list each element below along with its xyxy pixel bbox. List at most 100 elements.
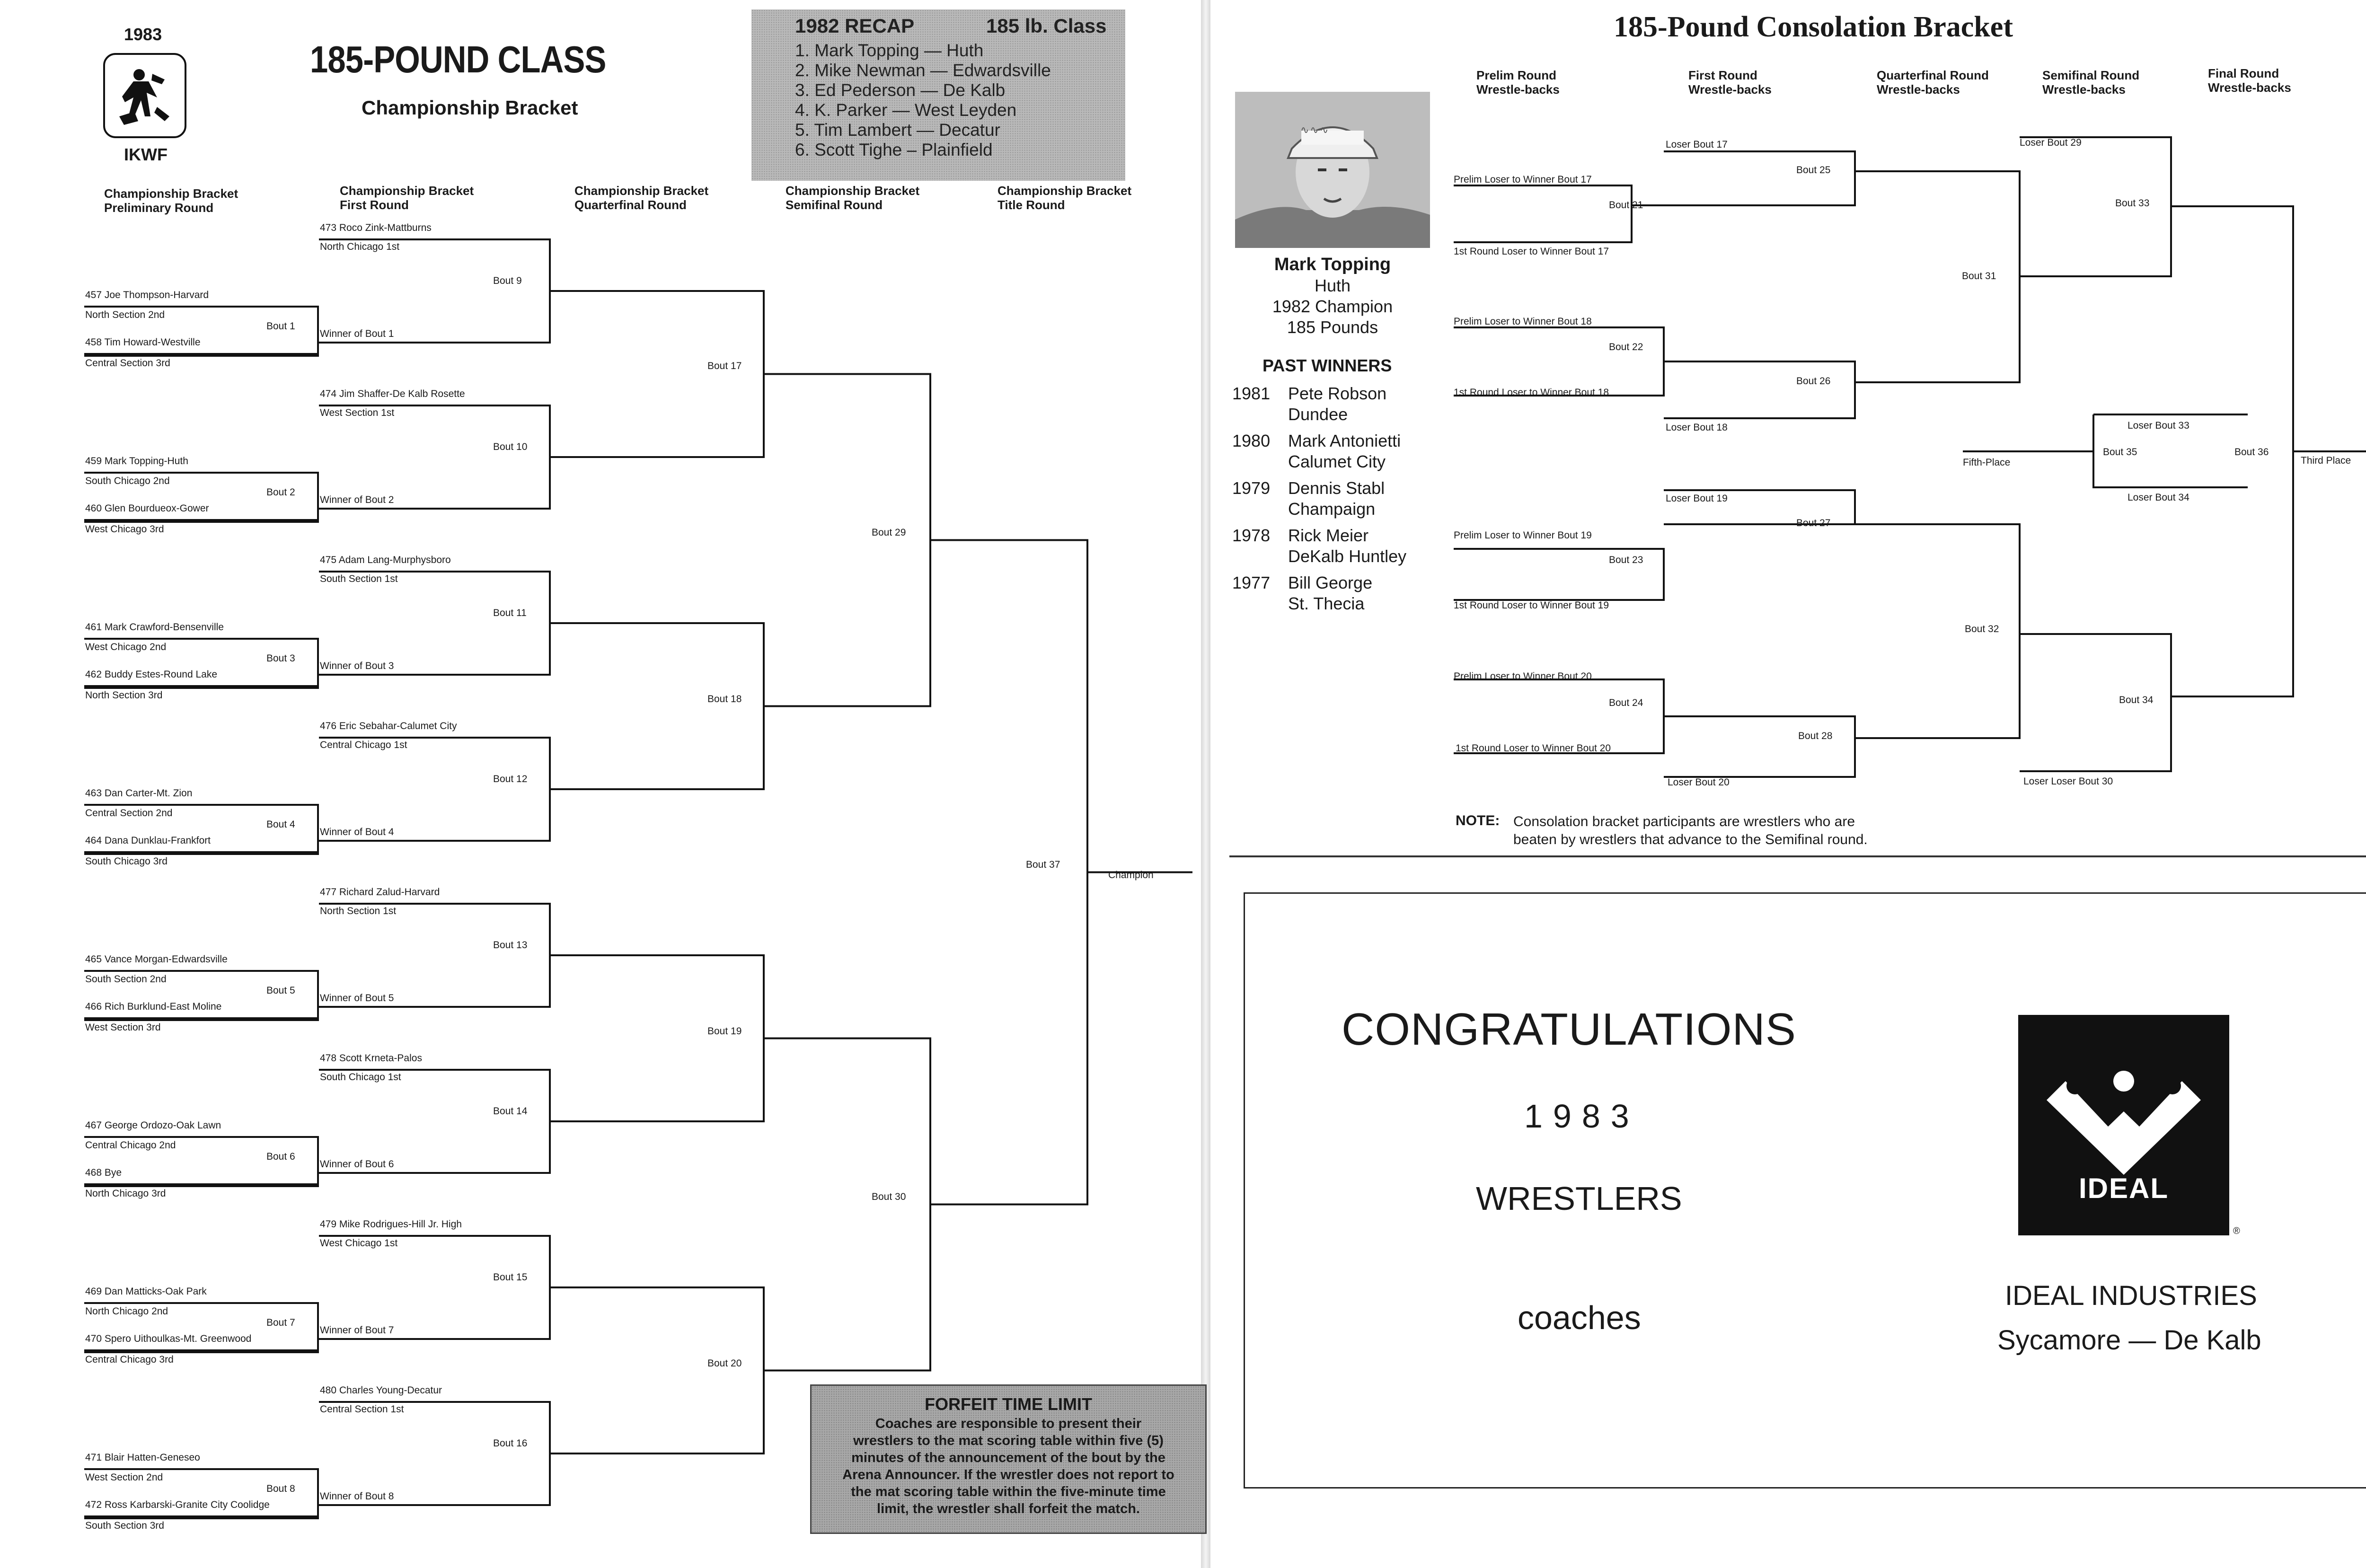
wrestler-section: Central Section 1st	[320, 1404, 404, 1415]
past-winners-title: PAST WINNERS	[1262, 356, 1392, 375]
cons-label: Prelim Loser to Winner Bout 20	[1454, 671, 1592, 682]
wrestler-section: Central Chicago 3rd	[85, 1354, 174, 1365]
wrestler-section: North Chicago 1st	[320, 241, 400, 252]
bracket-line	[319, 737, 551, 842]
bout-label: Bout 28	[1798, 731, 1833, 741]
wrestler-seed: 471 Blair Hatten-Geneseo	[85, 1452, 200, 1463]
wrestler-seed: 459 Mark Topping-Huth	[85, 456, 188, 467]
page-subtitle: Championship Bracket	[362, 97, 578, 119]
bout-label: Bout 18	[707, 694, 742, 705]
page-gutter	[1201, 0, 1210, 1568]
bout-label: Bout 23	[1609, 555, 1643, 565]
wrestler-section: Central Section 2nd	[85, 808, 173, 819]
coaches-text: coaches	[1518, 1299, 1641, 1336]
logo-label: IKWF	[124, 145, 168, 164]
bout-label: Bout 29	[872, 527, 906, 538]
bout-label: Bout 3	[266, 653, 295, 664]
bout-label: Bout 35	[2103, 447, 2137, 458]
bracket-lines	[84, 238, 1192, 1519]
bout-label: Bout 16	[493, 1438, 528, 1449]
wrestler-seed: 458 Tim Howard-Westville	[85, 337, 201, 348]
wrestler-section: Central Chicago 1st	[320, 740, 407, 750]
wrestler-seed: 467 George Ordozo-Oak Lawn	[85, 1120, 221, 1131]
bracket-line	[319, 903, 551, 1008]
congrats-text: CONGRATULATIONS	[1342, 1004, 1796, 1055]
cons-label: 1st Round Loser to Winner Bout 18	[1454, 387, 1609, 398]
year-label: 1983	[124, 25, 162, 44]
wrestler-seed: 479 Mike Rodrigues-Hill Jr. High	[320, 1219, 462, 1230]
bracket-line	[550, 1286, 765, 1454]
bracket-line	[84, 1302, 319, 1353]
wrestler-section: South Chicago 1st	[320, 1072, 401, 1083]
recap-line: 1. Mark Topping — Huth	[795, 41, 984, 60]
wrestler-section: North Section 3rd	[85, 690, 163, 701]
forfeit-title: FORFEIT TIME LIMIT	[925, 1394, 1092, 1414]
cons-label: Prelim Loser to Winner Bout 19	[1454, 530, 1592, 541]
consolation-title: 185-Pound Consolation Bracket	[1614, 11, 2013, 43]
bout-label: Bout 33	[2115, 198, 2150, 209]
wrestler-seed: 474 Jim Shaffer-De Kalb Rosette	[320, 388, 465, 399]
wrestler-section: South Section 3rd	[85, 1520, 164, 1531]
company-name: IDEAL INDUSTRIES	[2005, 1280, 2257, 1311]
bout-label: Bout 15	[493, 1272, 528, 1283]
wrestler-section: South Chicago 2nd	[85, 476, 170, 486]
cons-label: Fifth-Place	[1963, 457, 2011, 468]
wrestler-seed: 470 Spero Uithoulkas-Mt. Greenwood	[85, 1333, 252, 1344]
ad-year: 1983	[1524, 1098, 1640, 1135]
cons-label: Loser Bout 34	[2128, 492, 2189, 503]
bracket-line	[84, 970, 319, 1021]
bout-label: Bout 24	[1609, 697, 1643, 708]
bracket-line	[764, 373, 931, 707]
recap-line: 5. Tim Lambert — Decatur	[795, 120, 1000, 140]
cons-label: Loser Bout 18	[1666, 422, 1728, 433]
winner-label: Winner of Bout 2	[320, 494, 394, 505]
recap-line: 3. Ed Pederson — De Kalb	[795, 80, 1006, 100]
bout-label: Bout 5	[266, 985, 295, 996]
bracket-line	[930, 539, 1088, 1206]
recap-line: 4. K. Parker — West Leyden	[795, 100, 1017, 120]
bracket-line	[319, 1235, 551, 1340]
wrestler-seed: 477 Richard Zalud-Harvard	[320, 887, 440, 898]
cons-label: Loser Loser Bout 30	[2023, 776, 2113, 787]
cons-label: 1st Round Loser to Winner Bout 19	[1454, 600, 1609, 611]
wrestler-seed: 473 Roco Zink-Mattburns	[320, 222, 432, 233]
cons-label: Loser Bout 29	[2020, 137, 2082, 148]
ikwf-logo	[103, 53, 186, 138]
recap-box: 1982 RECAP 185 lb. Class 1. Mark Topping…	[751, 9, 1125, 181]
note-label: NOTE:	[1456, 813, 1500, 828]
note-text: Consolation bracket participants are wre…	[1513, 814, 1868, 847]
wrestler-section: West Chicago 2nd	[85, 642, 167, 652]
champion-caption: Mark Topping Huth 1982 Champion 185 Poun…	[1272, 255, 1393, 337]
wrestler-section: South Section 1st	[320, 573, 398, 584]
bout-label: Bout 2	[266, 487, 295, 498]
bracket-line	[319, 238, 551, 344]
ideal-crown-icon	[2047, 1071, 2201, 1175]
bout-label: Bout 7	[266, 1317, 295, 1328]
company-city: Sycamore — De Kalb	[1997, 1325, 2261, 1356]
cons-label: 1st Round Loser to Winner Bout 17	[1454, 246, 1609, 257]
bout-label: Bout 1	[266, 321, 295, 332]
wrestler-section: South Section 2nd	[85, 974, 167, 985]
bout-label: Bout 11	[493, 608, 527, 618]
wrestler-seed: 464 Dana Dunklau-Frankfort	[85, 835, 211, 846]
wrestler-section: South Chicago 3rd	[85, 856, 168, 867]
wrestler-seed: 462 Buddy Estes-Round Lake	[85, 669, 218, 680]
wrestler-seed: 478 Scott Krneta-Palos	[320, 1053, 422, 1064]
bracket-line	[84, 472, 319, 523]
bracket-line	[550, 290, 765, 458]
page-title: 185-POUND CLASS	[310, 38, 606, 80]
wrestler-seed: 480 Charles Young-Decatur	[320, 1385, 442, 1396]
winner-label: Winner of Bout 5	[320, 993, 394, 1004]
bracket-line	[550, 622, 765, 790]
winner-label: Winner of Bout 8	[320, 1491, 394, 1502]
cons-label: Loser Bout 20	[1668, 777, 1730, 788]
wrestler-section: West Section 2nd	[85, 1472, 163, 1483]
ideal-logo-text: IDEAL	[2079, 1172, 2169, 1204]
